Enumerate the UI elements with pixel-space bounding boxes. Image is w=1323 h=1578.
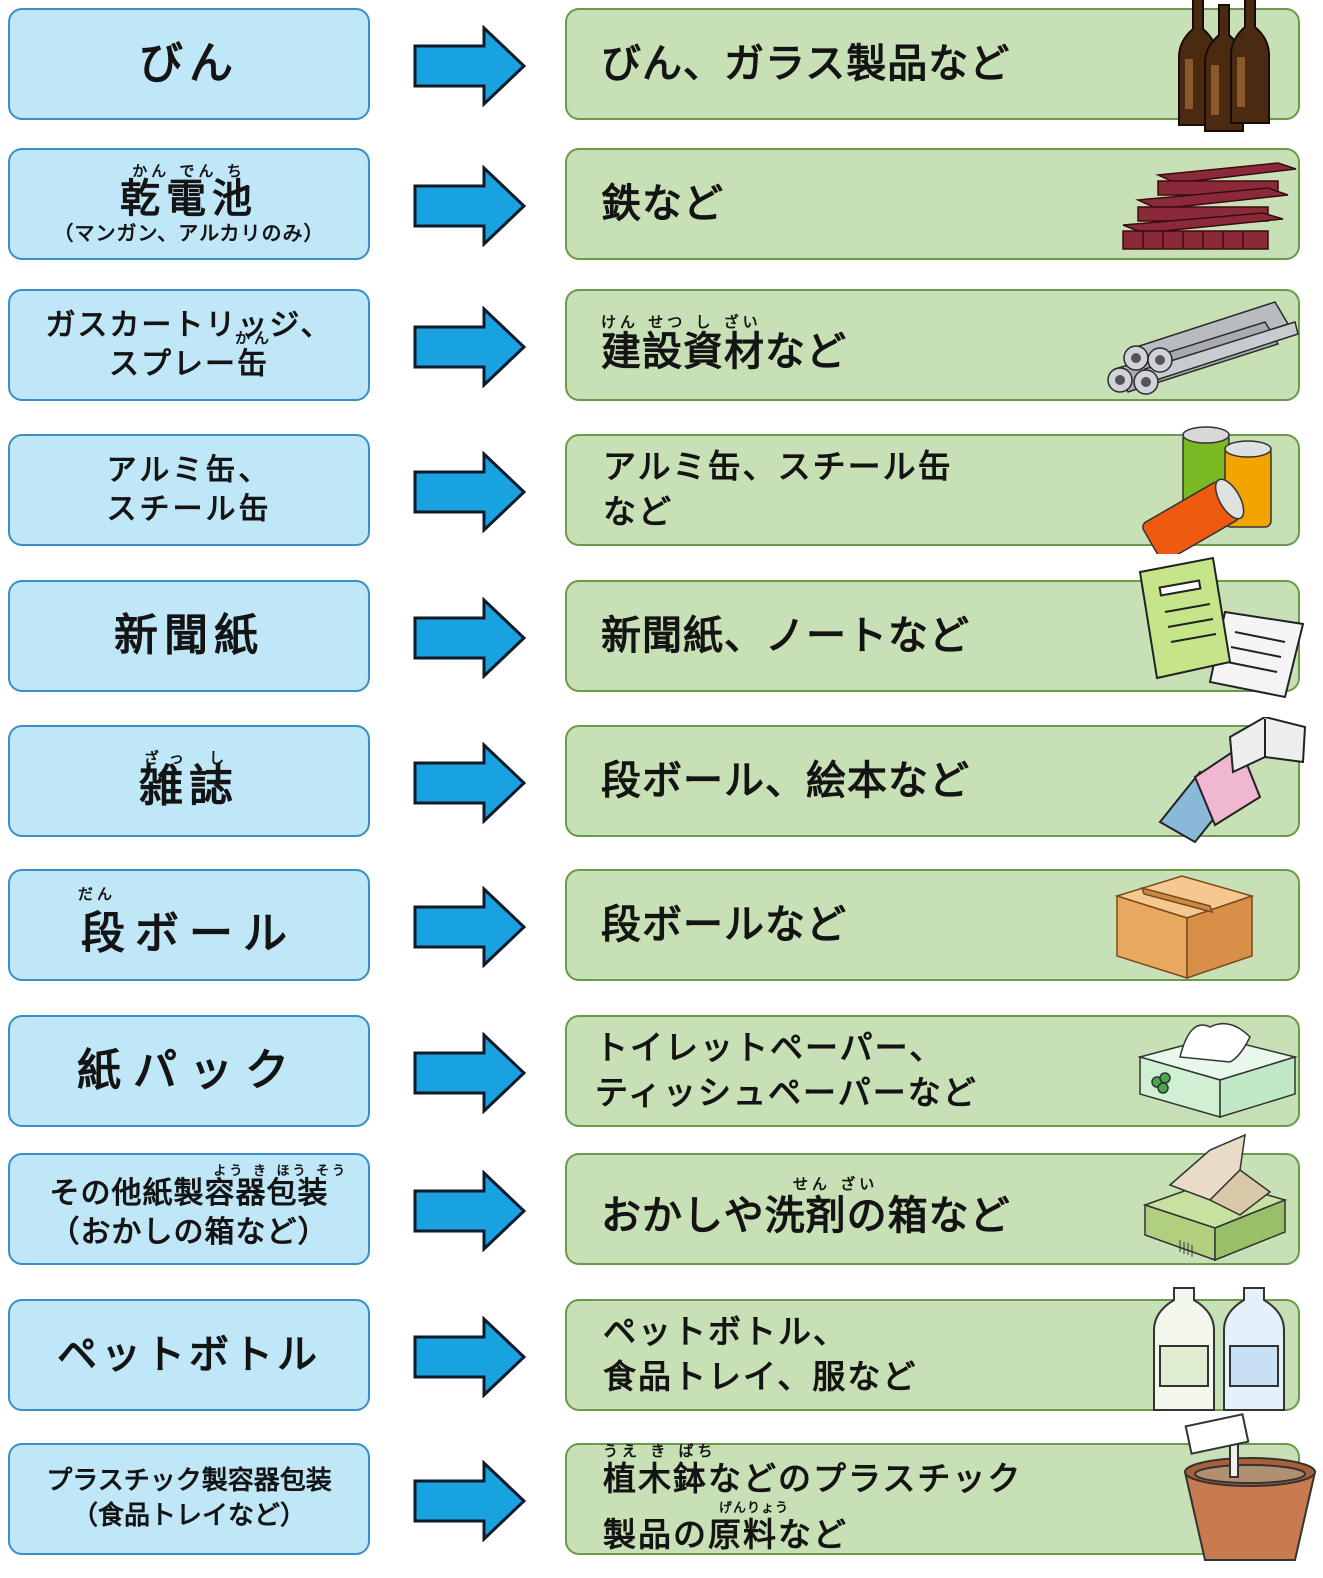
source-box-plastic: プラスチック製容器包装 （食品トレイなど） [8, 1443, 370, 1555]
source-box-pet-bottle: ペットボトル [8, 1299, 370, 1411]
source-label: 段ボール [81, 907, 297, 959]
source-ruby: かん でん ち [132, 161, 246, 180]
source-label-line2-wrap: かん スプレー缶 [109, 331, 269, 384]
dest-label: 製品の原料など [603, 1515, 848, 1554]
dest-label: トイレットペーパー、 [595, 1028, 945, 1068]
source-label: ペットボトル [57, 1332, 321, 1378]
bottles-icon [1178, 0, 1270, 132]
row-bottle: びん びん、ガラス製品など [0, 0, 1323, 132]
source-box-newspaper: 新聞紙 [8, 580, 370, 692]
books-icon [1158, 717, 1307, 844]
dest-label: アルミ缶、スチール缶 [603, 447, 953, 487]
dest-label: おかしや洗剤の箱など [601, 1193, 1011, 1239]
dest-ruby: けん せつ し ざい [601, 312, 762, 331]
flower-pot-icon [1183, 1413, 1317, 1561]
dest-ruby: せん ざい [793, 1175, 879, 1193]
pipes-icon [1107, 301, 1299, 395]
arrow-icon [412, 25, 527, 107]
source-label: （おかしの箱など） [49, 1215, 329, 1250]
source-ruby: だん [78, 885, 117, 903]
dest-label: ティッシュペーパーなど [595, 1073, 978, 1112]
arrow-icon [412, 451, 527, 533]
source-label: その他紙製容器包装 [49, 1176, 329, 1211]
source-ruby: ざっ し [143, 749, 235, 768]
dest-label: ペットボトル、 [603, 1312, 848, 1352]
dest-box-cans: アルミ缶、スチール缶 など [565, 434, 1300, 546]
dest-label: 段ボールなど [601, 902, 847, 948]
source-box-magazine: ざっ し 雑誌 [8, 725, 370, 837]
source-box-battery: かん でん ち 乾電池 （マンガン、アルカリのみ） [8, 148, 370, 260]
source-label: （食品トレイなど） [71, 1501, 306, 1531]
row-newspaper: 新聞紙 新聞紙、ノートなど [0, 556, 1323, 699]
notebook-icon [1138, 556, 1305, 699]
cardboard-box-icon [1114, 875, 1255, 980]
arrow-icon [412, 1032, 527, 1114]
row-paper-pack: 紙パック トイレットペーパー、 ティッシュペーパーなど [0, 1012, 1323, 1132]
dest-label: 新聞紙、ノートなど [601, 613, 970, 659]
pet-bottles-icon [1153, 1287, 1285, 1411]
arrow-icon [412, 1316, 527, 1398]
tissue-box-icon [1137, 1022, 1298, 1119]
dest-label: 鉄など [601, 181, 724, 227]
row-pet-bottle: ペットボトル ペットボトル、 食品トレイ、服など [0, 1287, 1323, 1416]
row-cardboard: だん 段ボール 段ボールなど [0, 866, 1323, 986]
dest-label: びん、ガラス製品など [601, 41, 1011, 87]
source-ruby: かん [234, 329, 273, 347]
source-box-bottle: びん [8, 8, 370, 120]
snack-box-icon [1142, 1133, 1288, 1262]
dest-label: など [603, 492, 673, 531]
row-magazine: ざっ し 雑誌 段ボール、絵本など [0, 717, 1323, 844]
cans-icon [1142, 426, 1272, 554]
source-box-cans: アルミ缶、 スチール缶 [8, 434, 370, 546]
row-plastic: プラスチック製容器包装 （食品トレイなど） うえ き ばち 植木鉢などのプラスチ… [0, 1413, 1323, 1561]
source-label: プラスチック製容器包装 [46, 1465, 332, 1496]
arrow-icon [412, 1460, 527, 1542]
source-box-other-paper: よう き ほう そう その他紙製容器包装 （おかしの箱など） [8, 1153, 370, 1265]
source-label: 雑誌 [139, 761, 239, 813]
source-box-cardboard: だん 段ボール [8, 869, 370, 981]
dest-ruby: うえ き ばち [603, 1442, 717, 1461]
source-label: スチール缶 [106, 492, 272, 527]
dest-label: 建設資材など [601, 328, 847, 375]
arrow-icon [412, 742, 527, 824]
dest-label: 植木鉢などのプラスチック [603, 1459, 1023, 1499]
row-battery: かん でん ち 乾電池 （マンガン、アルカリのみ） 鉄など [0, 145, 1323, 265]
arrow-icon [412, 597, 527, 679]
source-box-paper-pack: 紙パック [8, 1015, 370, 1127]
dest-label: 食品トレイ、服など [603, 1357, 918, 1396]
dest-ruby: げんりょう [719, 1501, 790, 1516]
source-label: アルミ缶、 [106, 453, 272, 488]
row-cans: アルミ缶、 スチール缶 アルミ缶、スチール缶 など [0, 426, 1323, 554]
row-gas-cartridge: ガスカートリッジ、 かん スプレー缶 けん せつ し ざい 建設資材など [0, 286, 1323, 406]
source-label: びん [139, 37, 239, 89]
source-ruby: よう き ほう そう [213, 1164, 348, 1179]
dest-box-plastic: うえ き ばち 植木鉢などのプラスチック げんりょう 製品の原料など [565, 1443, 1300, 1555]
source-sublabel: （マンガン、アルカリのみ） [53, 220, 325, 245]
arrow-icon [412, 165, 527, 247]
source-label: スプレー缶 [109, 347, 269, 382]
arrow-icon [412, 886, 527, 968]
source-label: 紙パック [77, 1044, 301, 1096]
source-label: ガスカートリッジ、 [45, 308, 333, 343]
arrow-icon [412, 306, 527, 388]
arrow-icon [412, 1170, 527, 1252]
dest-box-bottle: びん、ガラス製品など [565, 8, 1300, 120]
source-label: 乾電池 [120, 175, 258, 222]
steel-beams-icon [1122, 162, 1297, 250]
source-box-gas-cartridge: ガスカートリッジ、 かん スプレー缶 [8, 289, 370, 401]
source-label: 新聞紙 [114, 609, 264, 661]
dest-label: 段ボール、絵本など [601, 758, 970, 804]
row-other-paper: よう き ほう そう その他紙製容器包装 （おかしの箱など） せん ざい おかし… [0, 1133, 1323, 1270]
